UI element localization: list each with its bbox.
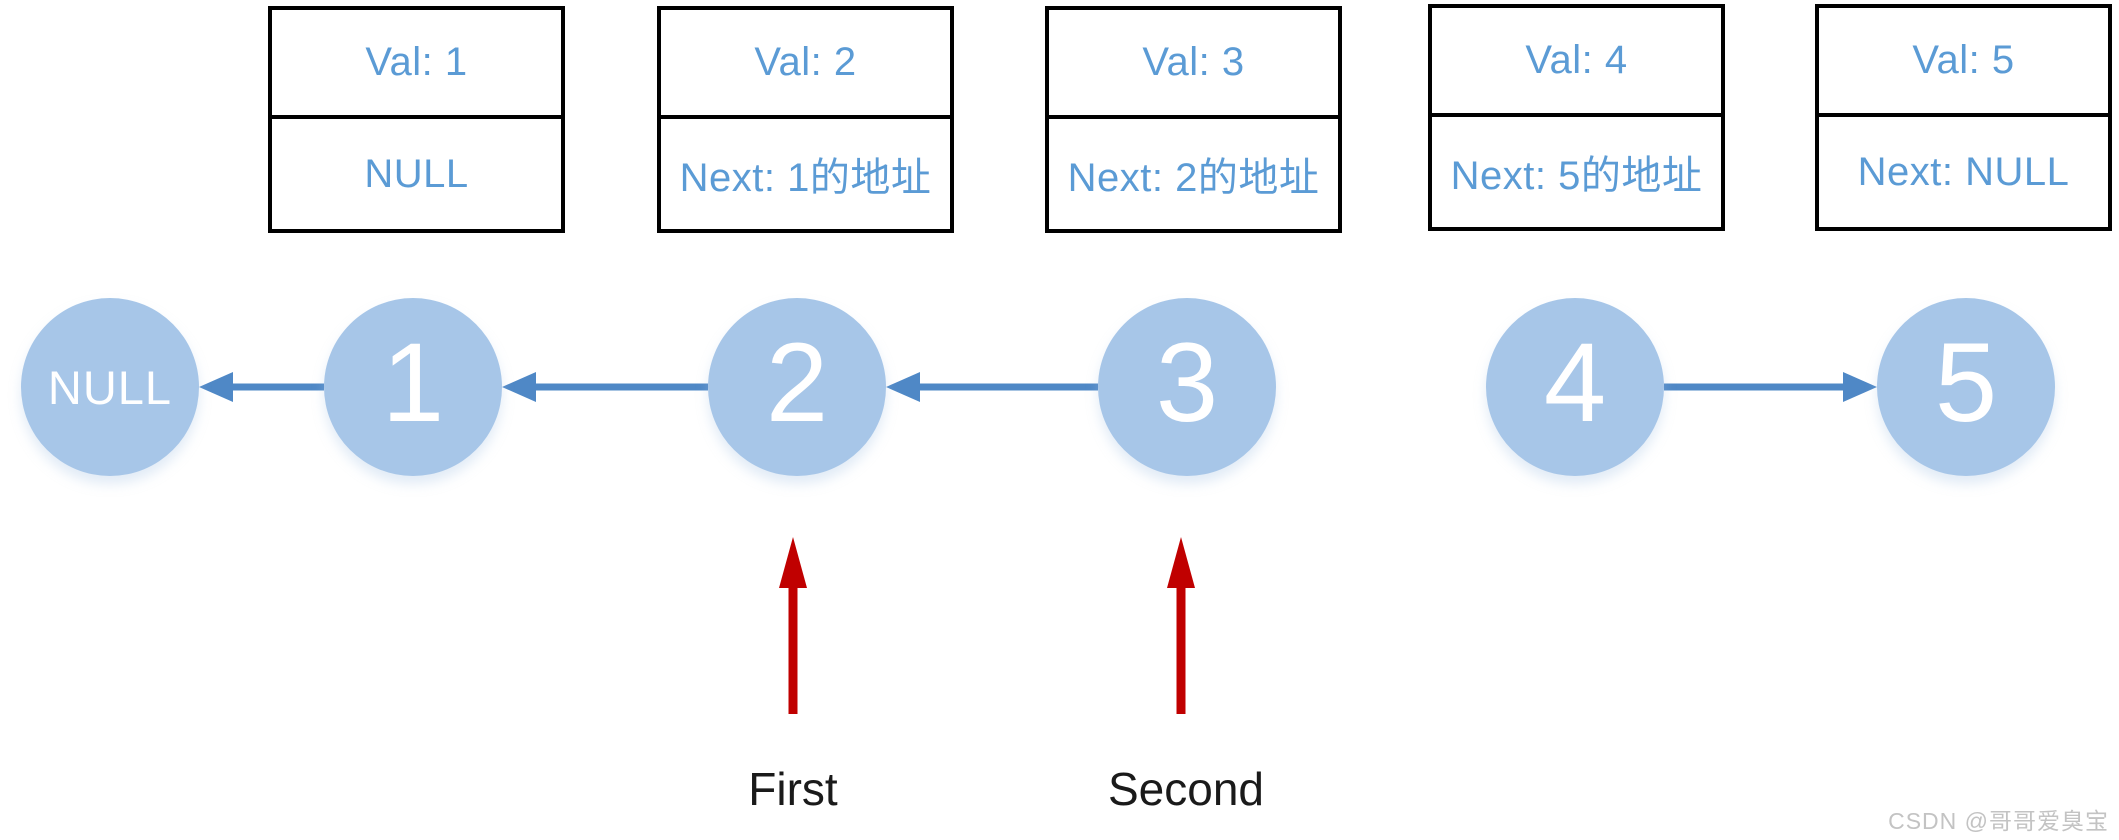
val-cell: Val: 1 <box>272 10 561 119</box>
watermark-text: CSDN @哥哥爱臭宝 <box>1888 808 2109 834</box>
memory-box-node-1: Val: 1 NULL <box>268 6 565 233</box>
arrow-1-to-null-icon <box>199 372 324 402</box>
next-cell: Next: 2的地址 <box>1067 156 1320 200</box>
node-label: 3 <box>1155 320 1219 445</box>
val-cell: Val: 4 <box>1432 8 1721 117</box>
memory-box-node-2: Val: 2 Next: 1的地址 <box>657 6 954 233</box>
list-node-3: 3 <box>1098 298 1276 476</box>
node-label: 2 <box>765 320 829 445</box>
node-label: 4 <box>1543 320 1607 445</box>
list-node-5: 5 <box>1877 298 2055 476</box>
first-pointer-label: First <box>748 763 838 815</box>
list-node-2: 2 <box>708 298 886 476</box>
list-node-1: 1 <box>324 298 502 476</box>
next-cell: NULL <box>364 151 469 196</box>
next-cell: Next: NULL <box>1857 149 2070 194</box>
second-pointer-arrow-icon <box>1167 537 1195 714</box>
val-cell: Val: 2 <box>661 10 950 119</box>
second-pointer-label: Second <box>1107 763 1265 815</box>
arrow-2-to-1-icon <box>502 372 708 402</box>
memory-box-node-4: Val: 4 Next: 5的地址 <box>1428 4 1725 231</box>
list-node-null: NULL <box>21 298 199 476</box>
arrow-4-to-5-icon <box>1664 372 1877 402</box>
memory-box-node-5: Val: 5 Next: NULL <box>1815 4 2112 231</box>
node-label: 5 <box>1934 320 1998 445</box>
first-pointer-arrow-icon <box>779 537 807 714</box>
next-cell: Next: 5的地址 <box>1450 154 1703 198</box>
val-cell: Val: 5 <box>1819 8 2108 117</box>
memory-box-node-3: Val: 3 Next: 2的地址 <box>1045 6 1342 233</box>
list-node-4: 4 <box>1486 298 1664 476</box>
arrow-3-to-2-icon <box>886 372 1098 402</box>
node-label: NULL <box>47 360 173 414</box>
node-label: 1 <box>381 320 445 445</box>
next-cell: Next: 1的地址 <box>679 156 932 200</box>
val-cell: Val: 3 <box>1049 10 1338 119</box>
